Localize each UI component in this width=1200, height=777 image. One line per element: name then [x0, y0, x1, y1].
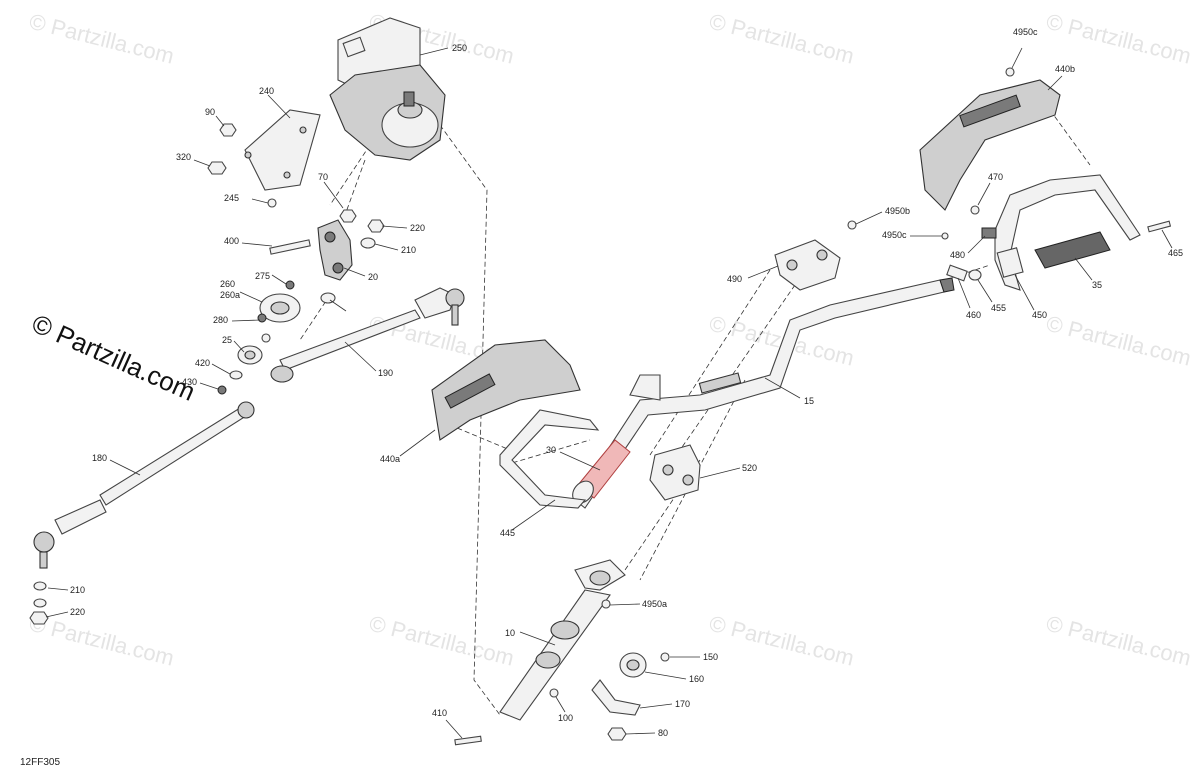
clamps — [649, 67, 1015, 501]
leader-lines — [45, 47, 1173, 739]
callout-label: 460 — [966, 310, 981, 320]
bracket-assembly — [207, 109, 385, 233]
callout-label: 160 — [689, 674, 704, 684]
watermark: © Partzilla.com — [367, 611, 517, 671]
callout-label: 245 — [224, 193, 239, 203]
callout-label: 280 — [213, 315, 228, 325]
callout-label: 250 — [452, 43, 467, 53]
callout-label: 150 — [703, 652, 718, 662]
watermark: © Partzilla.com — [27, 611, 177, 671]
callout-label: 4950a — [642, 599, 667, 609]
callout-label: 35 — [1092, 280, 1102, 290]
callout-label: 490 — [727, 274, 742, 284]
callout-label: 410 — [432, 708, 447, 718]
callout-label: 420 — [195, 358, 210, 368]
watermark: © Partzilla.com — [1044, 311, 1194, 371]
boot-parts — [217, 293, 301, 395]
watermark: © Partzilla.com — [27, 9, 177, 69]
callout-label: 90 — [205, 107, 215, 117]
tie-rod-lower — [29, 401, 255, 625]
callout-label: 80 — [658, 728, 668, 738]
callout-label: 275 — [255, 271, 270, 281]
callout-label: 210 — [70, 585, 85, 595]
watermark: © Partzilla.com — [1044, 9, 1194, 69]
watermark: © Partzilla.com — [1044, 611, 1194, 671]
callout-label: 480 — [950, 250, 965, 260]
callout-label: 440b — [1055, 64, 1075, 74]
callout-label: 260a — [220, 290, 240, 300]
callout-label: 260 — [220, 279, 235, 289]
callout-label: 10 — [505, 628, 515, 638]
callout-label: 210 — [401, 245, 416, 255]
callout-label: 70 — [318, 172, 328, 182]
callout-label: 170 — [675, 699, 690, 709]
callout-label: 465 — [1168, 248, 1183, 258]
callout-label: 4950b — [885, 206, 910, 216]
callout-label: 520 — [742, 463, 757, 473]
steering-actuator — [329, 17, 446, 161]
pitman-arm — [269, 219, 376, 304]
callout-label: 440a — [380, 454, 400, 464]
handguard-right — [919, 79, 1172, 291]
handlebar — [574, 277, 955, 509]
callout-label: 180 — [92, 453, 107, 463]
callout-label: 30 — [546, 445, 556, 455]
watermark-large: © Partzilla.com — [28, 308, 200, 407]
grip-30 — [572, 439, 631, 504]
handguard-left — [431, 339, 600, 509]
callout-label: 320 — [176, 152, 191, 162]
callout-label: 4950c — [1013, 27, 1038, 37]
callout-label: 445 — [500, 528, 515, 538]
callout-labels: 250 240 90 320 245 70 220 400 210 20 275… — [70, 27, 1183, 738]
callout-label: 190 — [378, 368, 393, 378]
callout-label: 4950c — [882, 230, 907, 240]
callout-label: 430 — [182, 377, 197, 387]
callout-label: 220 — [70, 607, 85, 617]
callout-label: 400 — [224, 236, 239, 246]
callout-label: 20 — [368, 272, 378, 282]
tie-rod-upper — [270, 287, 465, 383]
steering-column — [454, 559, 670, 746]
drawing-id: 12FF305 — [20, 757, 60, 768]
callout-label: 100 — [558, 713, 573, 723]
callout-label: 470 — [988, 172, 1003, 182]
watermark: © Partzilla.com — [707, 9, 857, 69]
callout-label: 455 — [991, 303, 1006, 313]
callout-label: 450 — [1032, 310, 1047, 320]
callout-label: 220 — [410, 223, 425, 233]
callout-label: 240 — [259, 86, 274, 96]
callout-label: 15 — [804, 396, 814, 406]
watermark: © Partzilla.com — [707, 611, 857, 671]
callout-label: 25 — [222, 335, 232, 345]
